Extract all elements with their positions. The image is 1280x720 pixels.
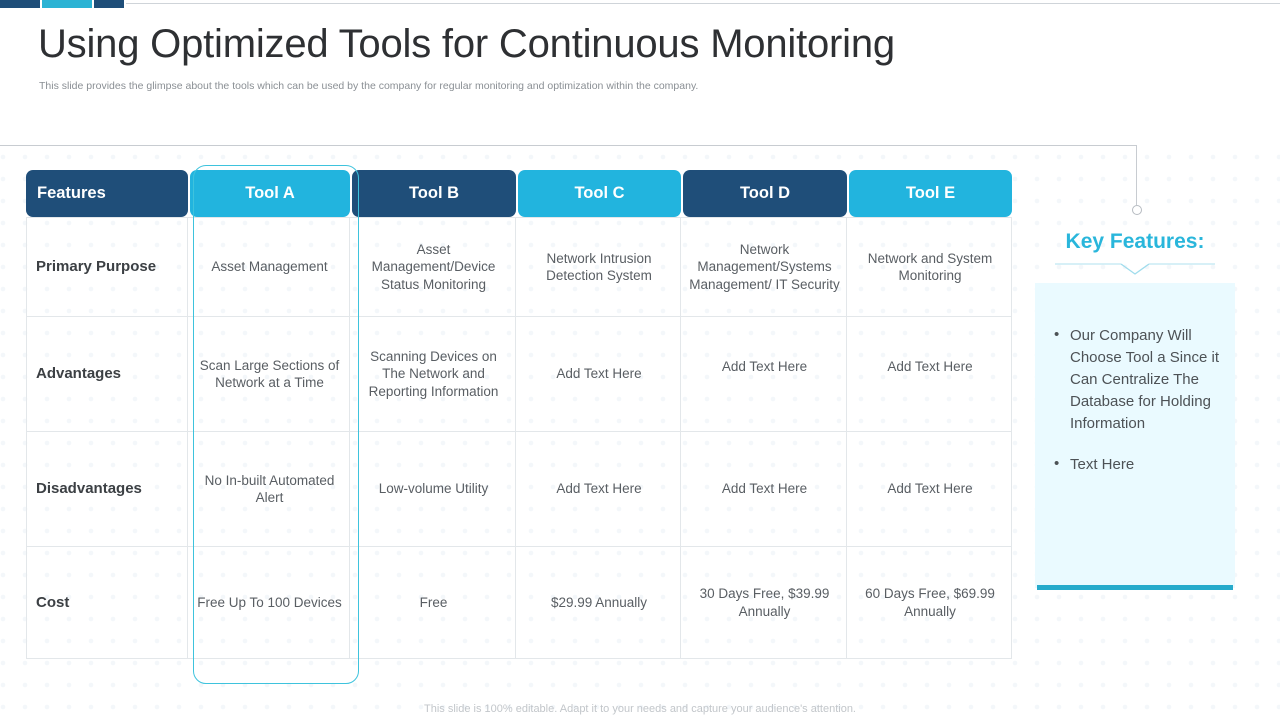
page-subtitle: This slide provides the glimpse about th… — [39, 80, 699, 92]
table-cell: 60 Days Free, $69.99 Annually — [849, 547, 1012, 659]
table-cell: Low-volume Utility — [352, 432, 516, 547]
row-label-cost: Cost — [26, 547, 188, 659]
table-cell: Asset Management — [190, 217, 350, 317]
table-cell: Add Text Here — [518, 317, 681, 432]
table-cell: Add Text Here — [849, 432, 1012, 547]
row-label-advantages: Advantages — [26, 317, 188, 432]
table-cell: Free — [352, 547, 516, 659]
table-header-cell-tool-d[interactable]: Tool D — [683, 170, 847, 217]
cell-spacer — [847, 317, 849, 432]
cell-spacer — [847, 547, 849, 659]
connector-horizontal-line — [0, 145, 1137, 146]
table-header-cell-tool-c[interactable]: Tool C — [518, 170, 681, 217]
cell-spacer — [681, 217, 683, 317]
cell-spacer — [681, 547, 683, 659]
accent-segment-3 — [94, 0, 124, 8]
accent-segment-2 — [42, 0, 92, 8]
key-feature-item: Our Company Will Choose Tool a Since it … — [1054, 324, 1245, 434]
table-cell: 30 Days Free, $39.99 Annually — [683, 547, 847, 659]
page-title: Using Optimized Tools for Continuous Mon… — [38, 22, 895, 66]
table-cell: Free Up To 100 Devices — [190, 547, 350, 659]
cell-spacer — [188, 317, 190, 432]
cell-spacer — [188, 217, 190, 317]
cell-spacer — [350, 432, 352, 547]
table-cell: Asset Management/Device Status Monitorin… — [352, 217, 516, 317]
table-cell: Add Text Here — [849, 317, 1012, 432]
table-cell: $29.99 Annually — [518, 547, 681, 659]
key-features-list: Our Company Will Choose Tool a Since it … — [1052, 324, 1245, 496]
key-features-title: Key Features: — [1065, 230, 1205, 253]
key-features-bottom-bar — [1037, 585, 1233, 590]
table-cell: Scanning Devices on The Network and Repo… — [352, 317, 516, 432]
table-cell: Network Intrusion Detection System — [518, 217, 681, 317]
table-header-cell-features[interactable]: Features — [26, 170, 188, 217]
key-feature-item: Text Here — [1054, 453, 1245, 476]
cell-spacer — [188, 547, 190, 659]
row-label-disadvantages: Disadvantages — [26, 432, 188, 547]
cell-spacer — [350, 317, 352, 432]
cell-spacer — [847, 217, 849, 317]
key-features-divider-chevron-icon — [1055, 262, 1215, 276]
cell-spacer — [516, 217, 518, 317]
cell-spacer — [516, 432, 518, 547]
row-label-primary-purpose: Primary Purpose — [26, 217, 188, 317]
table-header-cell-tool-e[interactable]: Tool E — [849, 170, 1012, 217]
cell-spacer — [350, 547, 352, 659]
connector-vertical-line — [1136, 145, 1137, 205]
table-cell: Add Text Here — [518, 432, 681, 547]
table-cell: Network Management/Systems Management/ I… — [683, 217, 847, 317]
table-cell: Network and System Monitoring — [849, 217, 1012, 317]
cell-spacer — [516, 547, 518, 659]
cell-spacer — [350, 217, 352, 317]
top-accent-bar — [0, 0, 1280, 8]
table-header-cell-tool-a[interactable]: Tool A — [190, 170, 350, 217]
cell-spacer — [681, 432, 683, 547]
table-cell: Add Text Here — [683, 317, 847, 432]
table-cell: Add Text Here — [683, 432, 847, 547]
accent-segment-1 — [0, 0, 40, 8]
table-cell: No In-built Automated Alert — [190, 432, 350, 547]
footer-note: This slide is 100% editable. Adapt it to… — [424, 703, 856, 715]
cell-spacer — [681, 317, 683, 432]
table-cell: Scan Large Sections of Network at a Time — [190, 317, 350, 432]
table-header-cell-tool-b[interactable]: Tool B — [352, 170, 516, 217]
cell-spacer — [188, 432, 190, 547]
top-rule-line — [126, 3, 1280, 4]
cell-spacer — [847, 432, 849, 547]
connector-endpoint-dot-icon — [1132, 205, 1142, 215]
cell-spacer — [516, 317, 518, 432]
